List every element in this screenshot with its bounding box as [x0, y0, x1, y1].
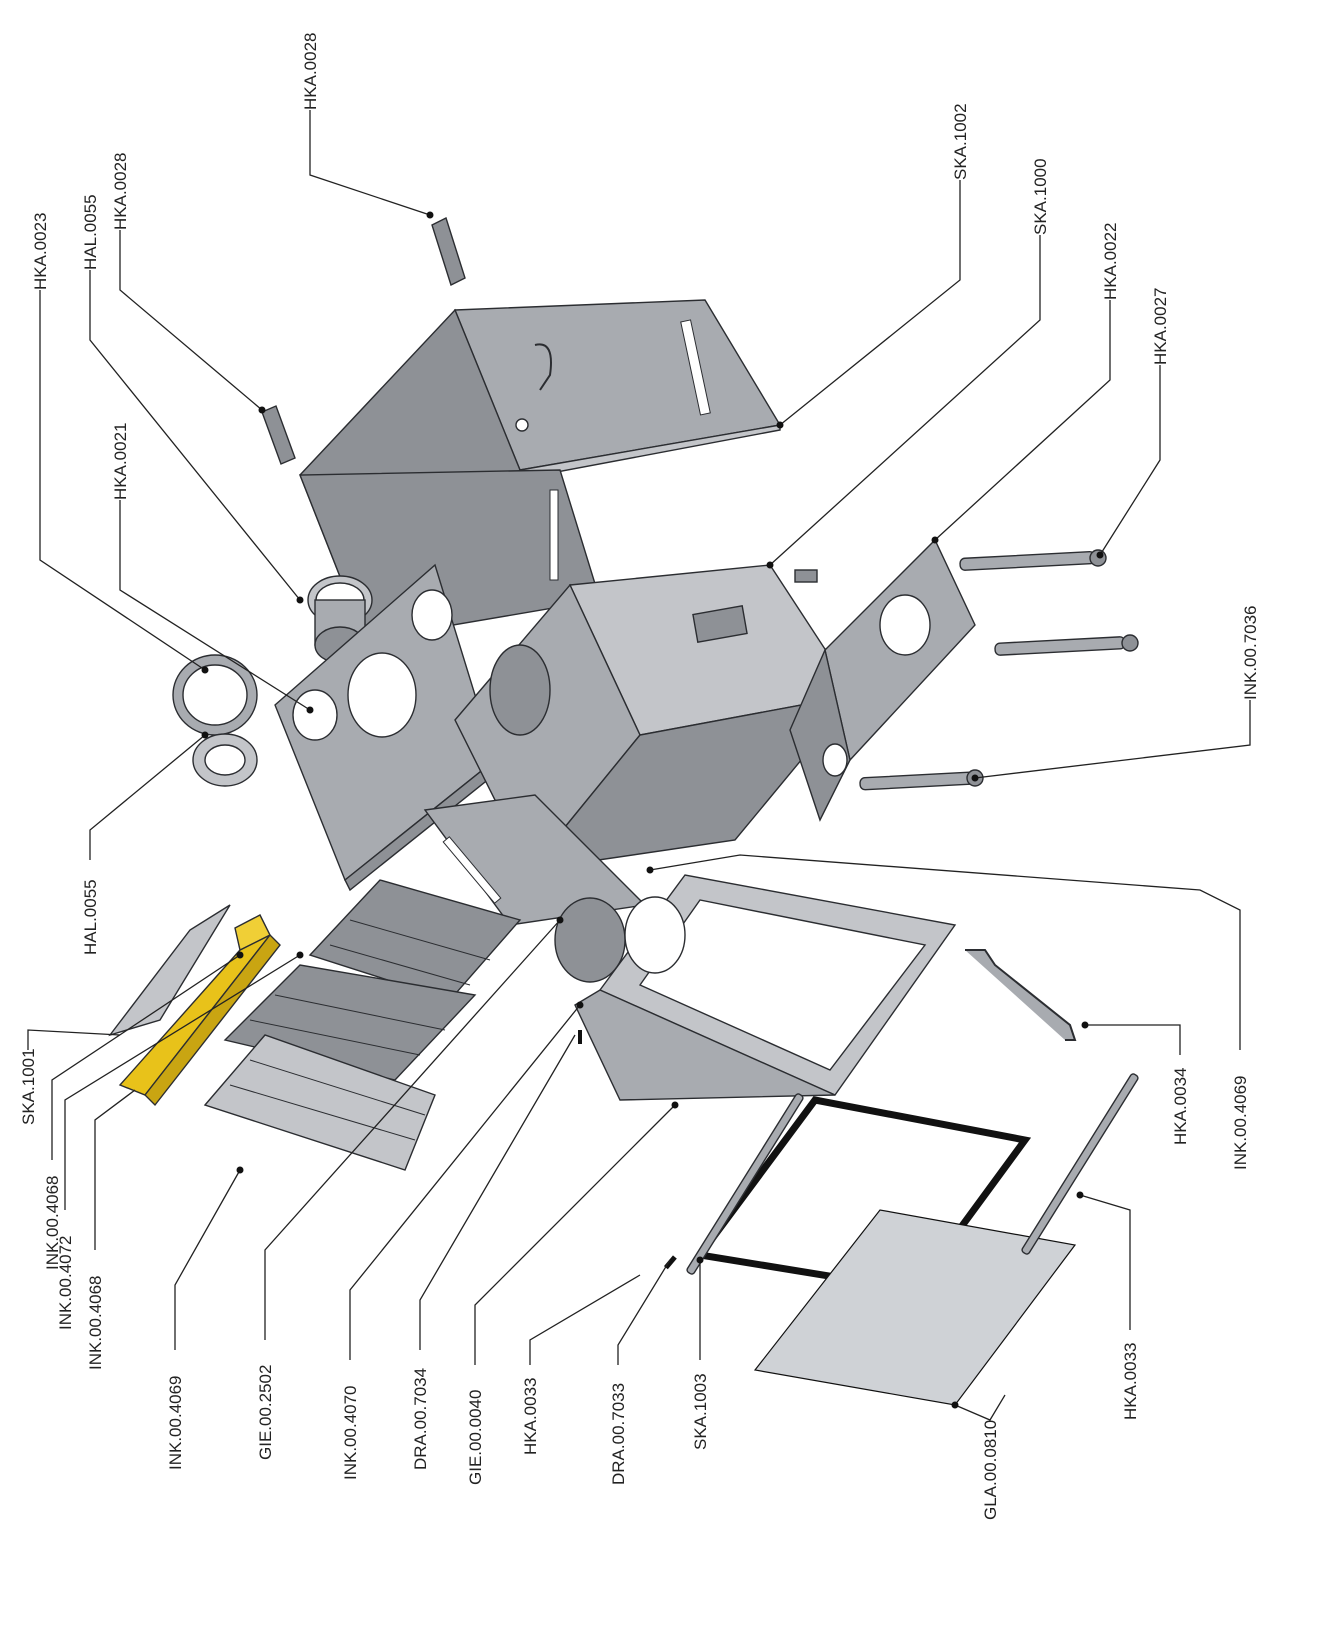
leader-arrowheads	[201, 211, 1104, 1409]
ash-plate-ink-00-4069	[423, 794, 647, 926]
label-hka-0033-left: HKA.0033	[521, 1378, 540, 1456]
label-dra-00-7033: DRA.00.7033	[609, 1383, 628, 1485]
rod-hka-0033-left	[686, 1093, 804, 1275]
label-hka-0021: HKA.0021	[111, 423, 130, 501]
label-ink-00-4069-left: INK.00.4069	[166, 1375, 185, 1470]
label-hka-0023: HKA.0023	[31, 213, 50, 291]
label-gie-00-0040: GIE.00.0040	[466, 1390, 485, 1485]
front-plate-hka-0021	[274, 563, 501, 892]
label-ink-00-4072: INK.00.4072	[56, 1235, 75, 1330]
label-hka-0033-right: HKA.0033	[1121, 1343, 1140, 1421]
label-ska-1000: SKA.1000	[1031, 158, 1050, 235]
top-plate-ska-1001	[108, 904, 231, 1037]
label-hka-0028: HKA.0028	[111, 153, 130, 231]
baffle-tray-lower	[203, 1034, 436, 1171]
leader-lines	[27, 110, 1251, 1421]
label-ink-00-4070: INK.00.4070	[341, 1385, 360, 1480]
label-dra-00-7034: DRA.00.7034	[411, 1368, 430, 1470]
part-labels: HKA.0028 HKA.0028 HAL.0055 HKA.0023 HKA.…	[19, 33, 1260, 1521]
label-hka-0034: HKA.0034	[1171, 1068, 1190, 1146]
baffle-tray-upper	[308, 879, 522, 1001]
label-ink-00-7036: INK.00.7036	[1241, 605, 1260, 700]
label-hka-0027: HKA.0027	[1151, 288, 1170, 366]
rod-hka-0033-right	[1021, 1073, 1139, 1255]
support-rods-hka-0027	[859, 549, 1139, 791]
label-ska-1002: SKA.1002	[951, 103, 970, 180]
label-ska-1001: SKA.1001	[19, 1048, 38, 1125]
label-ink-00-4068-a: INK.00.4068	[43, 1175, 62, 1270]
side-plate-hka-0022	[789, 538, 976, 822]
label-ink-00-4068-b: INK.00.4068	[86, 1275, 105, 1370]
bracket-hka-0028-top	[431, 217, 466, 286]
label-gie-00-2502: GIE.00.2502	[256, 1365, 275, 1460]
label-ska-1003: SKA.1003	[691, 1373, 710, 1450]
label-gla-00-0810: GLA.00.0810	[981, 1420, 1000, 1520]
outer-housing-ska-1002	[298, 299, 782, 642]
insulation-board-ink-00-4068	[118, 914, 281, 1107]
handle-hka-0034	[965, 949, 1077, 1041]
label-hka-0022: HKA.0022	[1101, 223, 1120, 301]
bracket-hka-0028	[261, 405, 296, 465]
pin-dra-00-7034	[578, 1030, 582, 1044]
door-frame-gie-00-0040	[554, 874, 957, 1101]
label-hka-0028-top: HKA.0028	[301, 33, 320, 111]
label-hal-0055: HAL.0055	[81, 879, 100, 955]
firebox-ska-1000	[454, 564, 864, 872]
door-glass-gla-00-0810	[753, 1209, 1077, 1406]
flue-collar-hka-0023	[172, 654, 258, 787]
label-ink-00-4069-right: INK.00.4069	[1231, 1075, 1250, 1170]
label-hal-0055-top: HAL.0055	[81, 194, 100, 270]
